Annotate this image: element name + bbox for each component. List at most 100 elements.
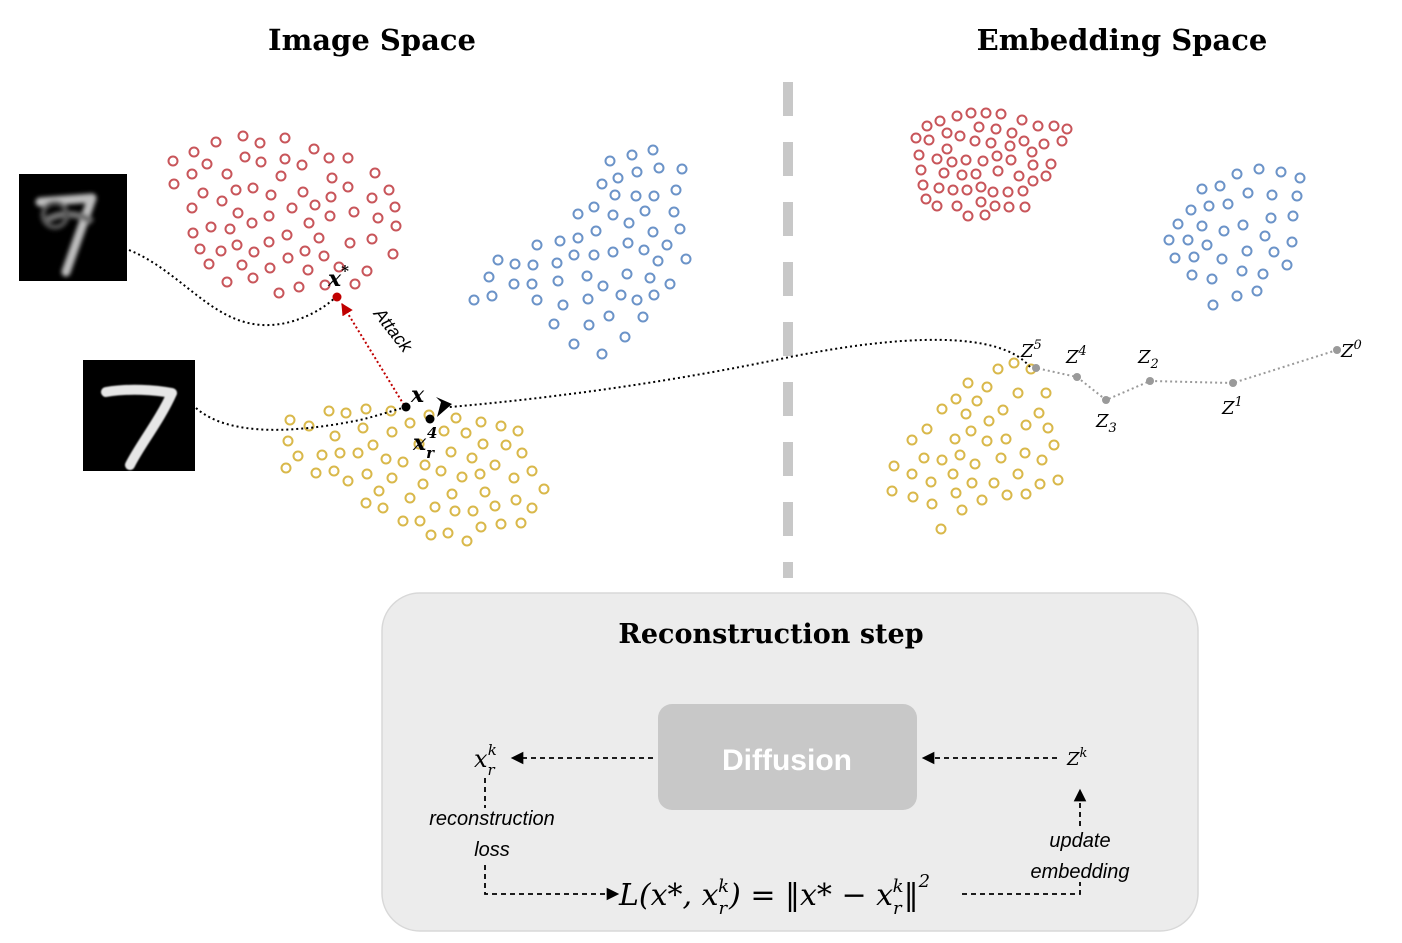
cluster-point — [969, 458, 981, 470]
cluster-point — [925, 476, 937, 488]
cluster-point — [468, 294, 480, 306]
cluster-point — [342, 475, 354, 487]
reconstruction-title: Reconstruction step — [618, 619, 923, 650]
cluster-point — [607, 209, 619, 221]
cluster-point — [988, 477, 1000, 489]
cluster-point — [265, 189, 277, 201]
cluster-point — [377, 502, 389, 514]
cluster-point — [186, 168, 198, 180]
cluster-point — [985, 137, 997, 149]
digit-seven-clean-image — [83, 360, 195, 471]
cluster-point — [668, 206, 680, 218]
cluster-point — [1026, 146, 1038, 158]
cluster-point — [995, 108, 1007, 120]
cluster-point — [568, 249, 580, 261]
cluster-point — [1040, 387, 1052, 399]
cluster-point — [886, 485, 898, 497]
z3-point — [1102, 396, 1110, 404]
cluster-point — [1242, 187, 1254, 199]
cluster-point — [450, 412, 462, 424]
cluster-point — [1040, 170, 1052, 182]
x-star-label: x* — [327, 262, 349, 292]
cluster-point — [248, 246, 260, 258]
cluster-point — [548, 318, 560, 330]
cluster-point — [913, 149, 925, 161]
cluster-point — [1186, 269, 1198, 281]
cluster-point — [474, 468, 486, 480]
cluster-point — [920, 193, 932, 205]
cluster-point — [527, 259, 539, 271]
cluster-point — [1018, 135, 1030, 147]
cluster-point — [1019, 201, 1031, 213]
cluster-point — [360, 403, 372, 415]
yellow-cluster-embedding-space — [886, 357, 1064, 535]
cluster-point — [467, 505, 479, 517]
cluster-point — [512, 425, 524, 437]
cluster-point — [282, 435, 294, 447]
cluster-point — [281, 229, 293, 241]
cluster-point — [921, 120, 933, 132]
cluster-point — [1216, 253, 1228, 265]
cluster-point — [1008, 357, 1020, 369]
cluster-point — [1251, 285, 1263, 297]
cluster-point — [670, 184, 682, 196]
cluster-point — [588, 249, 600, 261]
cluster-point — [1052, 474, 1064, 486]
cluster-point — [975, 196, 987, 208]
cluster-point — [921, 423, 933, 435]
cluster-point — [631, 166, 643, 178]
cluster-point — [936, 403, 948, 415]
cluster-point — [1016, 114, 1028, 126]
z1-point — [1229, 379, 1237, 387]
cluster-point — [607, 246, 619, 258]
cluster-point — [1281, 259, 1293, 271]
cluster-point — [361, 468, 373, 480]
cluster-point — [461, 535, 473, 547]
cluster-point — [1017, 185, 1029, 197]
cluster-point — [554, 235, 566, 247]
cluster-point — [349, 278, 361, 290]
x-star-point — [332, 292, 342, 302]
cluster-point — [991, 150, 1003, 162]
cluster-point — [965, 107, 977, 119]
cluster-point — [648, 190, 660, 202]
cluster-point — [1266, 189, 1278, 201]
cluster-point — [588, 201, 600, 213]
cluster-point — [936, 454, 948, 466]
z2-label: Z2 — [1137, 347, 1159, 372]
cluster-point — [1275, 166, 1287, 178]
cluster-point — [264, 262, 276, 274]
cluster-point — [626, 149, 638, 161]
cluster-point — [328, 465, 340, 477]
cluster-point — [1253, 163, 1265, 175]
z5-to-xr4-arrowhead — [436, 397, 452, 417]
cluster-point — [1201, 239, 1213, 251]
cluster-point — [906, 434, 918, 446]
cluster-point — [1259, 230, 1271, 242]
cluster-point — [603, 310, 615, 322]
cluster-point — [1038, 138, 1050, 150]
cluster-point — [1048, 120, 1060, 132]
cluster-point — [951, 200, 963, 212]
cluster-point — [1206, 273, 1218, 285]
cluster-point — [254, 137, 266, 149]
cluster-point — [956, 504, 968, 516]
cluster-point — [956, 169, 968, 181]
cluster-point — [935, 523, 947, 535]
cluster-point — [284, 414, 296, 426]
cluster-point — [960, 408, 972, 420]
cluster-point — [647, 226, 659, 238]
cluster-point — [310, 467, 322, 479]
cluster-point — [1000, 433, 1012, 445]
cluster-point — [1061, 123, 1073, 135]
cluster-point — [1265, 212, 1277, 224]
cluster-point — [255, 156, 267, 168]
cluster-point — [279, 153, 291, 165]
cluster-point — [280, 462, 292, 474]
cluster-point — [1003, 201, 1015, 213]
cluster-point — [508, 278, 520, 290]
cluster-point — [279, 132, 291, 144]
cluster-point — [417, 478, 429, 490]
z4-label: Z4 — [1065, 344, 1087, 368]
adv-digit-link-curve — [128, 249, 337, 327]
